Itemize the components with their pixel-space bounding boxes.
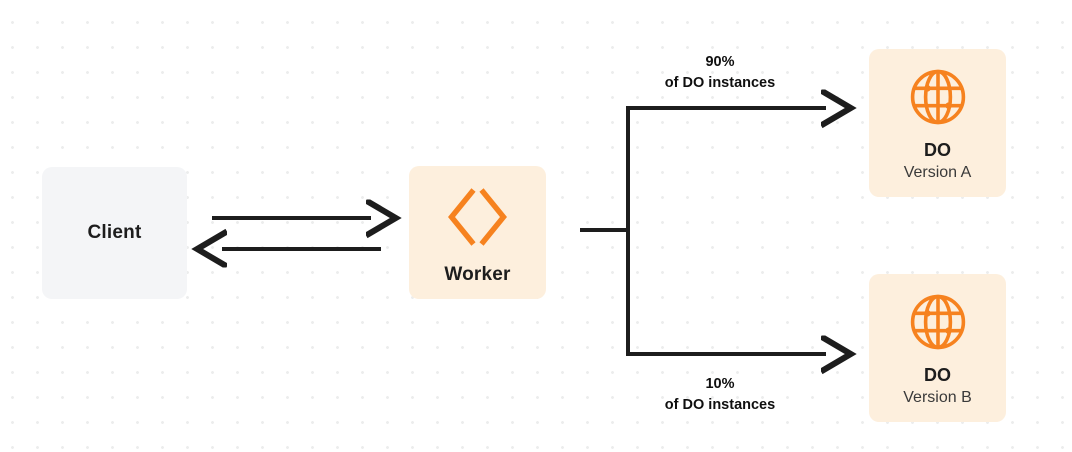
globe-icon [909, 293, 967, 351]
node-client[interactable]: Client [42, 167, 187, 299]
node-do-a-sublabel: Version A [903, 163, 972, 181]
node-do-b-sublabel: Version B [903, 388, 972, 406]
edge-label-do-b-percent: 10% [705, 376, 735, 392]
node-do-version-b[interactable]: DO Version B [869, 274, 1006, 422]
node-do-a-label: DO [924, 139, 951, 160]
cloudflare-workers-icon [445, 186, 511, 248]
node-client-label: Client [87, 222, 142, 243]
edge-label-do-a-description: of DO instances [664, 75, 776, 92]
node-worker[interactable]: Worker [409, 166, 546, 299]
edge-label-do-b: 10% of DO instances [625, 374, 815, 416]
node-worker-label: Worker [444, 263, 511, 285]
node-do-b-label: DO [924, 364, 951, 385]
edge-label-do-b-description: of DO instances [664, 397, 776, 414]
edge-label-do-a-percent: 90% [705, 54, 735, 70]
edge-label-do-a: 90% of DO instances [625, 52, 815, 94]
globe-icon [909, 68, 967, 126]
node-do-version-a[interactable]: DO Version A [869, 49, 1006, 197]
connector-worker-split [580, 106, 630, 356]
